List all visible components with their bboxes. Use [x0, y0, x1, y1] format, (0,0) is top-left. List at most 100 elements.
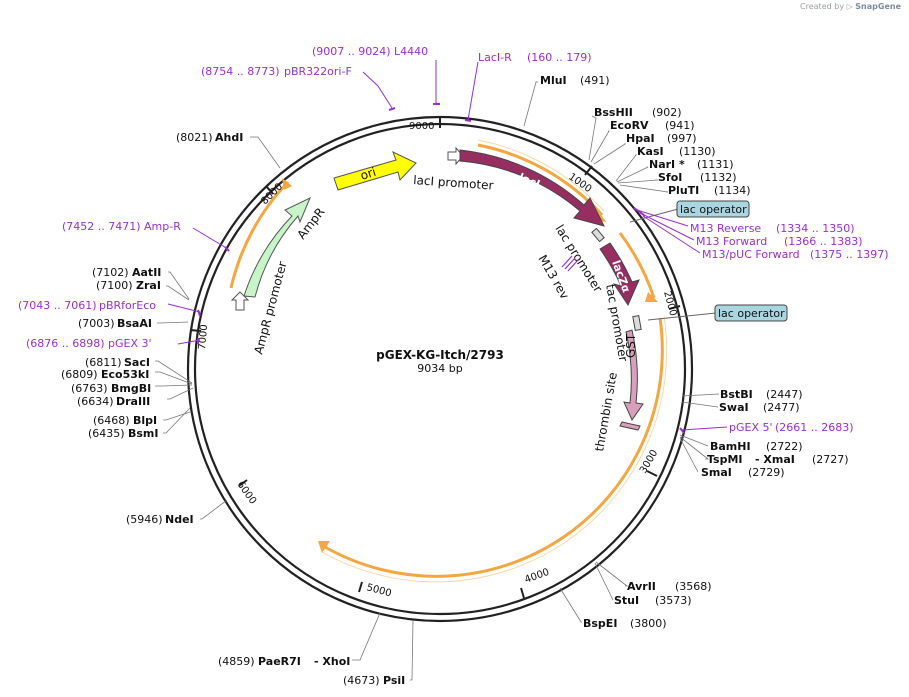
plasmid-title: pGEX-KG-Itch/2793 — [376, 348, 504, 362]
enzyme-pos-BsmI: (6435) — [88, 427, 125, 440]
primer-pos-M13Fwd: (1366 .. 1383) — [784, 235, 863, 248]
feature-lacZa — [599, 242, 640, 307]
primer-pos-M13Rev: (1334 .. 1350) — [776, 222, 855, 235]
orf-arrowhead-ampr — [282, 178, 292, 190]
primer-pBRforEco[interactable]: pBRforEco — [99, 299, 156, 312]
plasmid-size: 9034 bp — [417, 362, 462, 375]
enzyme-PluTI[interactable]: PluTI — [668, 184, 699, 197]
enzyme-pos-MluI: (491) — [580, 74, 610, 87]
enzyme-StuI[interactable]: StuI — [614, 594, 639, 607]
enzyme-PaeR7I[interactable]: PaeR7I — [258, 655, 301, 668]
enzyme-SacI[interactable]: SacI — [124, 356, 150, 369]
feature-lacI — [459, 149, 605, 227]
tick-marks — [189, 117, 681, 599]
primer-AmpR[interactable]: Amp-R — [144, 220, 181, 233]
enzyme-AvrII[interactable]: AvrII — [627, 580, 656, 593]
enzyme-pos-SacI: (6811) — [85, 356, 122, 369]
enzyme-SwaI[interactable]: SwaI — [719, 401, 749, 414]
feature-AmpR-promoter — [230, 291, 250, 311]
enzyme-PsiI[interactable]: PsiI — [383, 674, 405, 687]
feature-label-ori: ori — [359, 165, 378, 183]
enzyme-AhdI[interactable]: AhdI — [215, 131, 243, 144]
enzyme-BmgBI[interactable]: BmgBI — [111, 382, 151, 395]
enzyme-pos-StuI: (3573) — [655, 594, 692, 607]
credit-brand: SnapGene — [855, 2, 901, 11]
primer-labels: (9007 .. 9024) L4440 (8754 .. 8773) pBR3… — [18, 45, 889, 434]
primer-pos-M13pUC: (1375 .. 1397) — [810, 248, 889, 261]
orf-arc-ampr — [229, 180, 290, 289]
snapgene-logo-icon: ▷ — [846, 2, 853, 11]
feature-thrombin-site — [619, 421, 641, 431]
primer-pBR322ori[interactable]: pBR322ori-F — [284, 65, 352, 78]
feature-AmpR — [243, 196, 311, 298]
enzyme-pos-EcoRV: (941) — [665, 119, 695, 132]
enzyme-Eco53kI[interactable]: Eco53kI — [101, 368, 149, 381]
lac-operator-label-1: lac operator — [680, 203, 747, 216]
feature-label-GST: GST — [624, 333, 638, 358]
enzyme-pos-AvrII: (3568) — [675, 580, 712, 593]
enzyme-pos-BamHI: (2722) — [766, 440, 803, 453]
enzyme-BspEI[interactable]: BspEI — [583, 617, 617, 630]
enzyme-AatII[interactable]: AatII — [132, 266, 161, 279]
enzyme-leaders — [155, 81, 720, 681]
feature-m13-rev — [561, 255, 579, 272]
feature-tac-promoter-marker — [632, 315, 642, 331]
enzyme-BlpI[interactable]: BlpI — [133, 414, 157, 427]
enzyme-pos-KasI: (1130) — [679, 145, 716, 158]
lac-operator-badge-1[interactable] — [676, 200, 750, 218]
enzyme-HpaI[interactable]: HpaI — [626, 132, 655, 145]
feature-label-m13-rev: M13 rev — [535, 253, 571, 302]
primer-M13Fwd[interactable]: M13 Forward — [696, 235, 767, 248]
primer-M13Rev[interactable]: M13 Reverse — [690, 222, 761, 235]
enzyme-BstBI[interactable]: BstBI — [720, 388, 753, 401]
enzyme-pos-SwaI: (2477) — [763, 401, 800, 414]
primer-pGEX5[interactable]: pGEX 5' — [729, 421, 773, 434]
tick-label-2000: 2000 — [661, 290, 678, 317]
enzyme-BsmI[interactable]: BsmI — [128, 427, 159, 440]
orf-arc-lacI-edge — [477, 139, 605, 212]
primer-pGEX3[interactable]: pGEX 3' — [108, 337, 152, 350]
enzyme-pos-AatII: (7102) — [92, 266, 129, 279]
feature-label-thrombin-site: thrombin site — [592, 371, 620, 452]
primer-L4440[interactable]: L4440 — [394, 45, 428, 58]
lac-operator-label-2: lac operator — [718, 307, 785, 320]
primer-pos-pBR322ori: (8754 .. 8773) — [201, 65, 280, 78]
tick-label-7000: 7000 — [197, 324, 210, 350]
enzyme-MluI[interactable]: MluI — [540, 74, 567, 87]
primer-pos-AmpR: (7452 .. 7471) — [62, 220, 141, 233]
lac-operator-callouts: lac operator lac operator — [629, 200, 788, 322]
enzyme-SmaI[interactable]: SmaI — [701, 466, 732, 479]
enzyme-pos-BlpI: (6468) — [93, 414, 130, 427]
enzyme-pos-HpaI: (997) — [667, 132, 697, 145]
lac-operator-badge-2[interactable] — [714, 304, 788, 322]
primer-pos-pGEX5: (2661 .. 2683) — [775, 421, 854, 434]
enzyme-EcoRV[interactable]: EcoRV — [610, 119, 649, 132]
enzyme-NarI[interactable]: NarI * — [649, 158, 685, 171]
enzyme-ZraI[interactable]: ZraI — [136, 279, 161, 292]
enzyme-NdeI[interactable]: NdeI — [165, 513, 194, 526]
enzyme-pos-PsiI: (4673) — [343, 674, 380, 687]
primer-M13pUC[interactable]: M13/pUC Forward — [702, 248, 800, 261]
primer-pos-L4440: (9007 .. 9024) — [312, 45, 391, 58]
enzyme-SfoI[interactable]: SfoI — [658, 171, 682, 184]
orf-arc-gst-edge — [321, 315, 668, 583]
enzyme-pos-AhdI: (8021) — [176, 131, 213, 144]
enzyme-BamHI[interactable]: BamHI — [710, 440, 751, 453]
enzyme-pos-BmgBI: (6763) — [71, 382, 108, 395]
snapgene-credit: Created by ▷ SnapGene — [800, 2, 901, 11]
enzyme-TspMI[interactable]: TspMI — [707, 453, 743, 466]
enzyme-BsaAI[interactable]: BsaAI — [117, 317, 152, 330]
enzyme-XmaI[interactable]: - XmaI — [755, 453, 795, 466]
enzyme-BssHII[interactable]: BssHII — [594, 106, 633, 119]
enzyme-pos-SmaI: (2729) — [748, 466, 785, 479]
enzyme-KasI[interactable]: KasI — [637, 145, 664, 158]
primer-pos-pGEX3: (6876 .. 6898) — [26, 337, 105, 350]
enzyme-DraIII[interactable]: DraIII — [116, 395, 150, 408]
primer-ticks — [197, 103, 685, 434]
primer-LacIR[interactable]: LacI-R — [478, 51, 512, 64]
feature-label-lacI-promoter: lacI promoter — [413, 173, 494, 193]
tick-label-8000: 8000 — [259, 181, 285, 207]
enzyme-pos-NdeI: (5946) — [126, 513, 163, 526]
enzyme-XhoI[interactable]: - XhoI — [314, 655, 350, 668]
